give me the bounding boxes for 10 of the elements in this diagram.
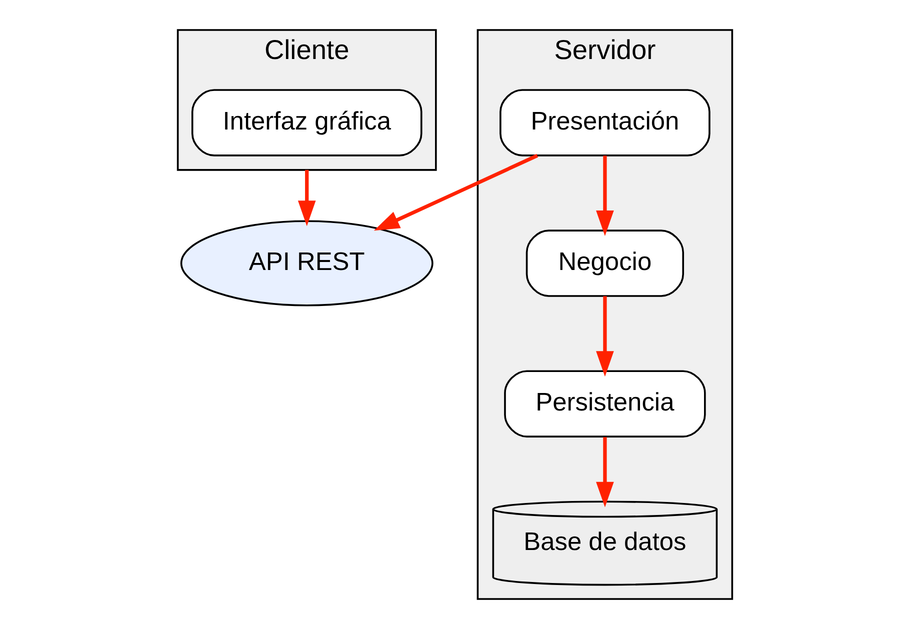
arrow <box>596 437 614 508</box>
node-box: Presentación <box>499 89 710 156</box>
arrow <box>596 296 614 377</box>
arrow <box>596 156 614 236</box>
node-ellipse: API REST <box>180 220 433 306</box>
node-box: Interfaz gráfica <box>190 89 422 156</box>
arrow <box>297 170 316 226</box>
node-box: Negocio <box>525 230 684 297</box>
node-box: Persistencia <box>504 370 706 438</box>
arrow <box>373 154 538 231</box>
